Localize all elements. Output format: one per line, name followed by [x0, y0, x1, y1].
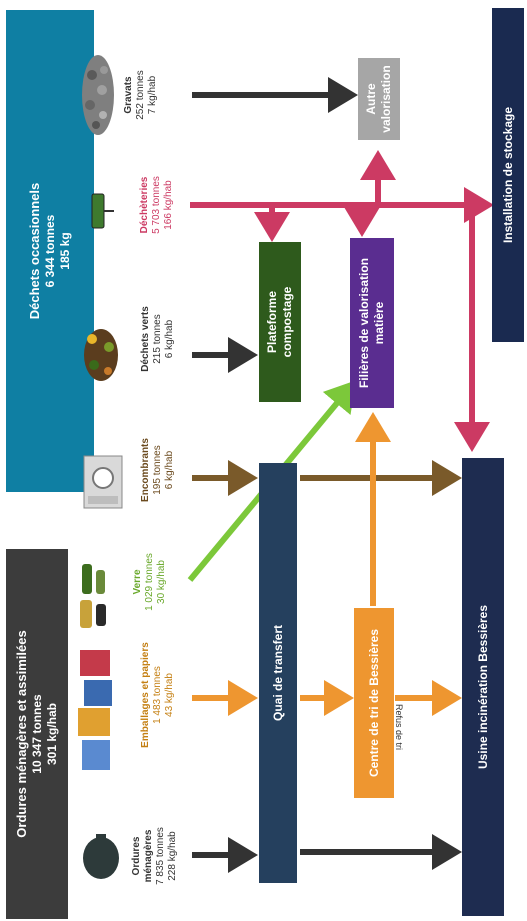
header-household: Ordures ménagères et assimilées 10 347 t… [6, 549, 68, 919]
appliances-icon [83, 455, 123, 509]
header-occasional-ratio: 185 kg [58, 232, 72, 270]
label-dechets-verts-name: Déchets verts [140, 306, 151, 372]
label-ordures-name: Ordures ménagères [131, 829, 154, 883]
header-household-title: Ordures ménagères et assimilées [14, 630, 29, 838]
header-occasional-title: Déchets occasionnels [27, 182, 42, 320]
label-decheteries-tonnage: 5 703 tonnes [151, 176, 162, 234]
box-autre-valorisation-label: Autre valorisation [364, 65, 393, 133]
rubble-icon [82, 55, 114, 135]
label-ordures: Ordures ménagères 7 835 tonnes 228 kg/ha… [124, 806, 186, 906]
box-filieres-valorisation: Filières de valorisation matière [350, 238, 394, 408]
label-gravats-name: Gravats [123, 76, 134, 114]
label-decheteries-name: Déchèteries [139, 176, 150, 234]
box-installation-stockage: Installation de stockage [492, 8, 524, 342]
label-gravats-tonnage: 252 tonnes [135, 70, 146, 120]
label-ordures-tonnage: 7 835 tonnes [155, 827, 166, 885]
header-household-ratio: 301 kg/hab [45, 702, 59, 766]
box-centre-tri: Centre de tri de Bessières [354, 608, 394, 798]
label-gravats: Gravats 252 tonnes 7 kg/hab [118, 60, 164, 130]
label-decheteries: Déchèteries 5 703 tonnes 166 kg/hab [132, 150, 182, 260]
label-refus-tri: Refus de tri [394, 704, 404, 751]
bottles-icon [80, 564, 106, 628]
label-decheteries-ratio: 166 kg/hab [163, 180, 174, 230]
trash-bag-icon [83, 834, 119, 879]
box-plateforme-compostage-label: Plateforme compostage [265, 286, 294, 358]
box-usine-incineration: Usine incinération Bessières [462, 458, 504, 916]
green-waste-icon [84, 329, 118, 381]
label-verre-ratio: 30 kg/hab [156, 560, 167, 604]
label-dechets-verts-ratio: 6 kg/hab [164, 319, 175, 359]
box-filieres-valorisation-label: Filières de valorisation matière [357, 257, 386, 389]
box-installation-stockage-label: Installation de stockage [500, 106, 515, 244]
label-emballages-tonnage: 1 483 tonnes [152, 666, 163, 724]
label-dechets-verts-tonnage: 215 tonnes [152, 314, 163, 364]
box-usine-incineration-label: Usine incinération Bessières [475, 604, 490, 770]
label-encombrants-name: Encombrants [140, 438, 151, 502]
label-encombrants: Encombrants 195 tonnes 6 kg/hab [134, 420, 182, 520]
packaging-icon [78, 650, 112, 770]
box-quai-transfert-label: Quai de transfert [270, 624, 285, 722]
box-autre-valorisation: Autre valorisation [358, 58, 400, 140]
label-verre: Verre 1 029 tonnes 30 kg/hab [126, 532, 174, 632]
sign-icon [91, 193, 114, 229]
header-occasional-tonnage: 6 344 tonnes [43, 214, 57, 288]
box-plateforme-compostage: Plateforme compostage [259, 242, 301, 402]
label-emballages-name: Emballages et papiers [140, 642, 151, 748]
box-centre-tri-label: Centre de tri de Bessières [366, 628, 381, 778]
box-quai-transfert: Quai de transfert [259, 463, 297, 883]
label-emballages: Emballages et papiers 1 483 tonnes 43 kg… [134, 620, 182, 770]
label-encombrants-tonnage: 195 tonnes [152, 445, 163, 495]
label-dechets-verts: Déchets verts 215 tonnes 6 kg/hab [134, 294, 182, 384]
label-verre-name: Verre [132, 569, 143, 595]
label-encombrants-ratio: 6 kg/hab [164, 450, 175, 490]
label-ordures-ratio: 228 kg/hab [167, 831, 178, 881]
header-household-tonnage: 10 347 tonnes [30, 694, 44, 774]
label-emballages-ratio: 43 kg/hab [164, 673, 175, 717]
label-verre-tonnage: 1 029 tonnes [144, 553, 155, 611]
label-gravats-ratio: 7 kg/hab [147, 75, 158, 115]
